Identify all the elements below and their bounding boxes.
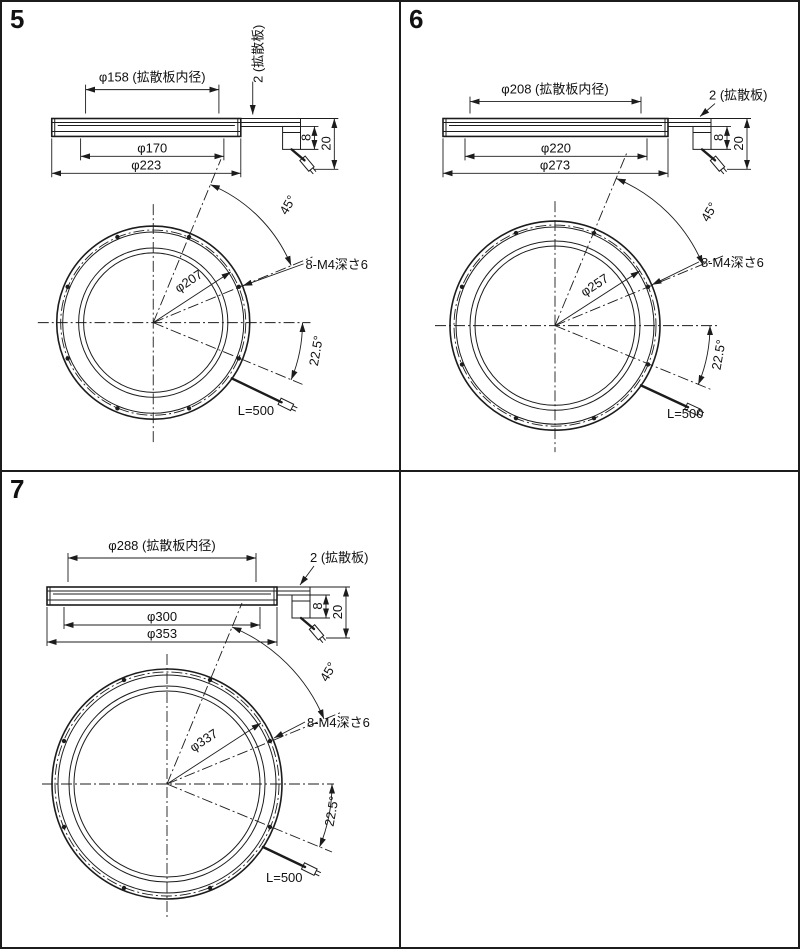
dim-inner-diameter: φ288 (拡散板内径) xyxy=(108,538,215,553)
cable xyxy=(639,384,690,409)
panel-7-drawing: 7 φ288 (拡散板内径) φ300 φ353 xyxy=(10,474,370,920)
dim-inner-diameter: φ158 (拡散板内径) xyxy=(99,70,206,85)
bolt-circle xyxy=(60,229,247,416)
cable-length-label: L=500 xyxy=(238,403,274,418)
cable-connector xyxy=(709,155,727,175)
bolt-circle xyxy=(453,224,657,427)
cable-boot xyxy=(291,594,311,619)
dim-total-height: 20 xyxy=(731,136,746,150)
dim-diffuser-thickness: 2 (拡散板) xyxy=(310,550,369,565)
side-view: φ288 (拡散板内径) φ300 φ353 xyxy=(46,538,369,646)
panel-number: 6 xyxy=(409,6,423,34)
front-view: φ337 45° 8-M4深さ6 22.5° L=500 xyxy=(42,602,370,920)
dim-outer-diameter: φ273 xyxy=(540,157,570,172)
cable-connector xyxy=(277,397,298,412)
ring-body-section xyxy=(46,586,278,606)
panel-5: 5 φ158 (拡散板内径) φ170 φ223 xyxy=(2,2,401,472)
dim-diffuser-thickness: 2 (拡散板) xyxy=(251,25,266,83)
dim-body-height: 8 xyxy=(310,602,325,609)
cable-length-label: L=500 xyxy=(667,406,704,421)
panel-number: 7 xyxy=(10,474,24,504)
dim-offset-angle: 22.5° xyxy=(322,795,342,828)
cable xyxy=(230,377,283,404)
dim-bolt-angle: 45° xyxy=(276,193,299,217)
outer-ring xyxy=(55,225,251,421)
outer-ring xyxy=(449,220,661,431)
dim-bolt-angle: 45° xyxy=(698,200,721,224)
diffuser-opening xyxy=(83,252,224,393)
dim-total-height: 20 xyxy=(330,605,345,619)
panel-7: 7 φ288 (拡散板内径) φ300 φ353 xyxy=(2,472,401,947)
dim-body-height: 8 xyxy=(298,134,313,141)
dim-mid-diameter: φ170 xyxy=(137,140,167,155)
side-view: φ208 (拡散板内径) φ220 φ273 xyxy=(442,82,767,178)
cable-connector xyxy=(308,624,326,644)
cable-boot xyxy=(692,125,712,150)
dim-diffuser-thickness: 2 (拡散板) xyxy=(709,88,767,103)
front-view: φ207 45° 8-M4深さ6 22.5° L=500 xyxy=(37,159,368,444)
cable-connector xyxy=(299,155,317,175)
dim-offset-angle: 22.5° xyxy=(709,338,729,371)
diffuser-opening xyxy=(474,245,636,406)
tap-spec-label: 8-M4深さ6 xyxy=(307,715,370,730)
dim-bolt-circle-diameter: φ337 xyxy=(187,726,220,755)
diffuser-opening xyxy=(73,690,261,878)
ring-body-section xyxy=(50,117,242,138)
panel-6-drawing: 6 φ208 (拡散板内径) φ220 φ273 xyxy=(409,6,767,453)
empty-cell xyxy=(401,472,798,947)
front-view: φ257 45° 8-M4深さ6 22.5° L=500 xyxy=(435,152,764,453)
dim-mid-diameter: φ300 xyxy=(147,609,177,624)
panel-6: 6 φ208 (拡散板内径) φ220 φ273 xyxy=(401,2,798,472)
tap-spec-label: 8-M4深さ6 xyxy=(305,257,367,272)
ring-body-section xyxy=(442,117,669,138)
dim-offset-angle: 22.5° xyxy=(306,334,326,366)
dim-bolt-circle-diameter: φ257 xyxy=(578,271,611,300)
dim-outer-diameter: φ223 xyxy=(131,157,161,172)
cable xyxy=(261,845,307,869)
dim-body-height: 8 xyxy=(711,134,726,141)
dim-outer-diameter: φ353 xyxy=(147,626,177,641)
panel-number: 5 xyxy=(10,6,24,34)
outer-ring xyxy=(51,668,283,900)
dim-total-height: 20 xyxy=(318,136,333,150)
cable-connector xyxy=(683,402,705,417)
cable-connector xyxy=(300,862,322,877)
panel-5-drawing: 5 φ158 (拡散板内径) φ170 φ223 xyxy=(10,6,368,444)
dim-inner-diameter: φ208 (拡散板内径) xyxy=(501,82,608,97)
bolt-circle xyxy=(54,671,280,897)
dim-mid-diameter: φ220 xyxy=(541,140,571,155)
dim-bolt-angle: 45° xyxy=(317,659,340,684)
cable-length-label: L=500 xyxy=(266,870,303,885)
side-view: φ158 (拡散板内径) φ170 φ223 xyxy=(50,25,339,178)
tap-spec-label: 8-M4深さ6 xyxy=(701,255,764,270)
